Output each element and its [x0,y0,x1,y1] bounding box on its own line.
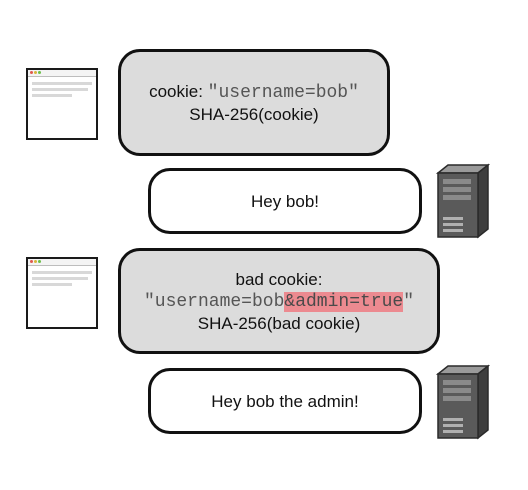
bad-cookie-quote-open: " [143,291,155,312]
server-icon [435,163,490,239]
server-icon [435,364,490,440]
browser-content-line [32,82,92,85]
browser-window-icon [26,68,98,140]
cookie-quote-open: " [207,82,219,103]
response-text-2: Hey bob the admin! [211,391,359,411]
browser-content-line [32,88,88,91]
browser-content-line [32,271,92,274]
response-bubble-2: Hey bob the admin! [148,368,422,434]
browser-window-icon [26,257,98,329]
response-text-1: Hey bob! [250,191,320,211]
browser-max-dot [38,71,41,74]
browser-close-dot [30,260,33,263]
browser-min-dot [34,260,37,263]
browser-content-line [32,277,88,280]
browser-min-dot [34,71,37,74]
bad-cookie-line: "username=bob&admin=true" [144,290,414,313]
response-bubble-1: Hey bob! [148,168,422,234]
browser-content-line [32,283,72,286]
cookie-label: cookie: [149,81,208,101]
browser-toolbar [28,259,96,266]
cookie-line: cookie: "username=bob" [149,81,359,104]
bad-cookie-quote-close: " [403,291,415,312]
request-bubble-1: cookie: "username=bob" SHA-256(cookie) [118,49,390,156]
bad-signature-line: SHA-256(bad cookie) [197,313,361,333]
cookie-quote-close: " [348,82,359,103]
injected-admin-param: &admin=true [284,291,404,312]
signature-line: SHA-256(cookie) [189,104,319,124]
cookie-value: username=bob [218,82,349,103]
browser-content-line [32,94,72,97]
browser-close-dot [30,71,33,74]
browser-max-dot [38,260,41,263]
browser-toolbar [28,70,96,77]
request-bubble-2: bad cookie: "username=bob&admin=true" SH… [118,248,440,354]
bad-cookie-value: username=bob [154,291,285,312]
bad-cookie-label: bad cookie: [235,269,323,289]
